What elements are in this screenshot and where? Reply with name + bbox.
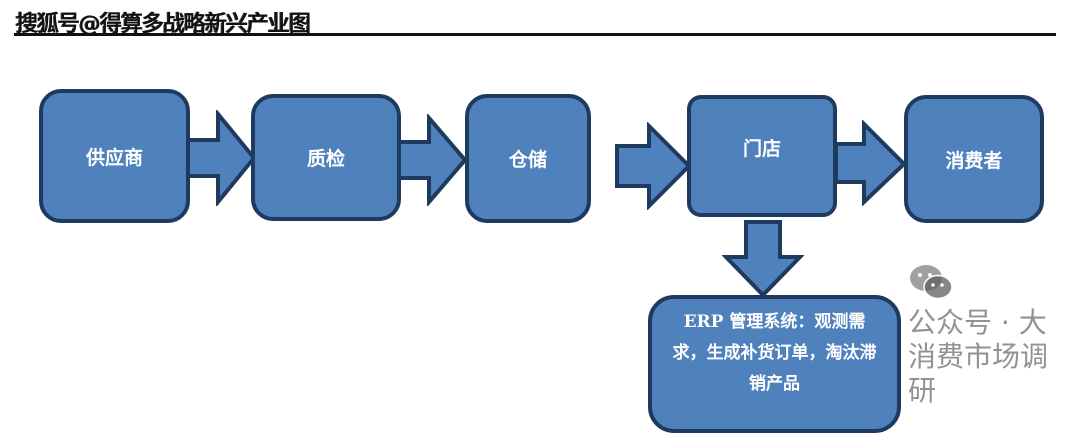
arrow-supplier-to-quality-check [186, 110, 257, 206]
node-label: 供应商 [85, 146, 143, 169]
arrow-store-to-consumer [834, 120, 907, 206]
header-title: 搜狐号@得算多战略新兴产业图 [16, 12, 311, 37]
watermark-text: 公众号 · 大消费市场调研 [908, 306, 1049, 407]
node-label: 仓储 [508, 149, 547, 171]
node-supplier: 供应商 [39, 89, 190, 223]
header-divider [14, 33, 1056, 36]
arrow-quality-check-to-warehouse [397, 114, 468, 206]
watermark: 公众号 · 大消费市场调研 [908, 262, 1068, 408]
node-label: ERP 管理系统：观测需求，生成补货订单，淘汰滞销产品 [672, 312, 877, 394]
node-erp: ERP 管理系统：观测需求，生成补货订单，淘汰滞销产品 [648, 295, 901, 433]
node-quality-check: 质检 [251, 94, 401, 221]
node-consumer: 消费者 [904, 95, 1044, 223]
node-label: 消费者 [945, 149, 1003, 172]
wechat-icon [910, 265, 953, 300]
node-label: 门店 [742, 137, 781, 160]
node-label: 质检 [306, 148, 345, 170]
node-store: 门店 [687, 95, 837, 217]
node-warehouse: 仓储 [465, 94, 591, 223]
arrow-warehouse-to-store [615, 122, 692, 210]
arrow-store-to-erp [722, 220, 804, 298]
